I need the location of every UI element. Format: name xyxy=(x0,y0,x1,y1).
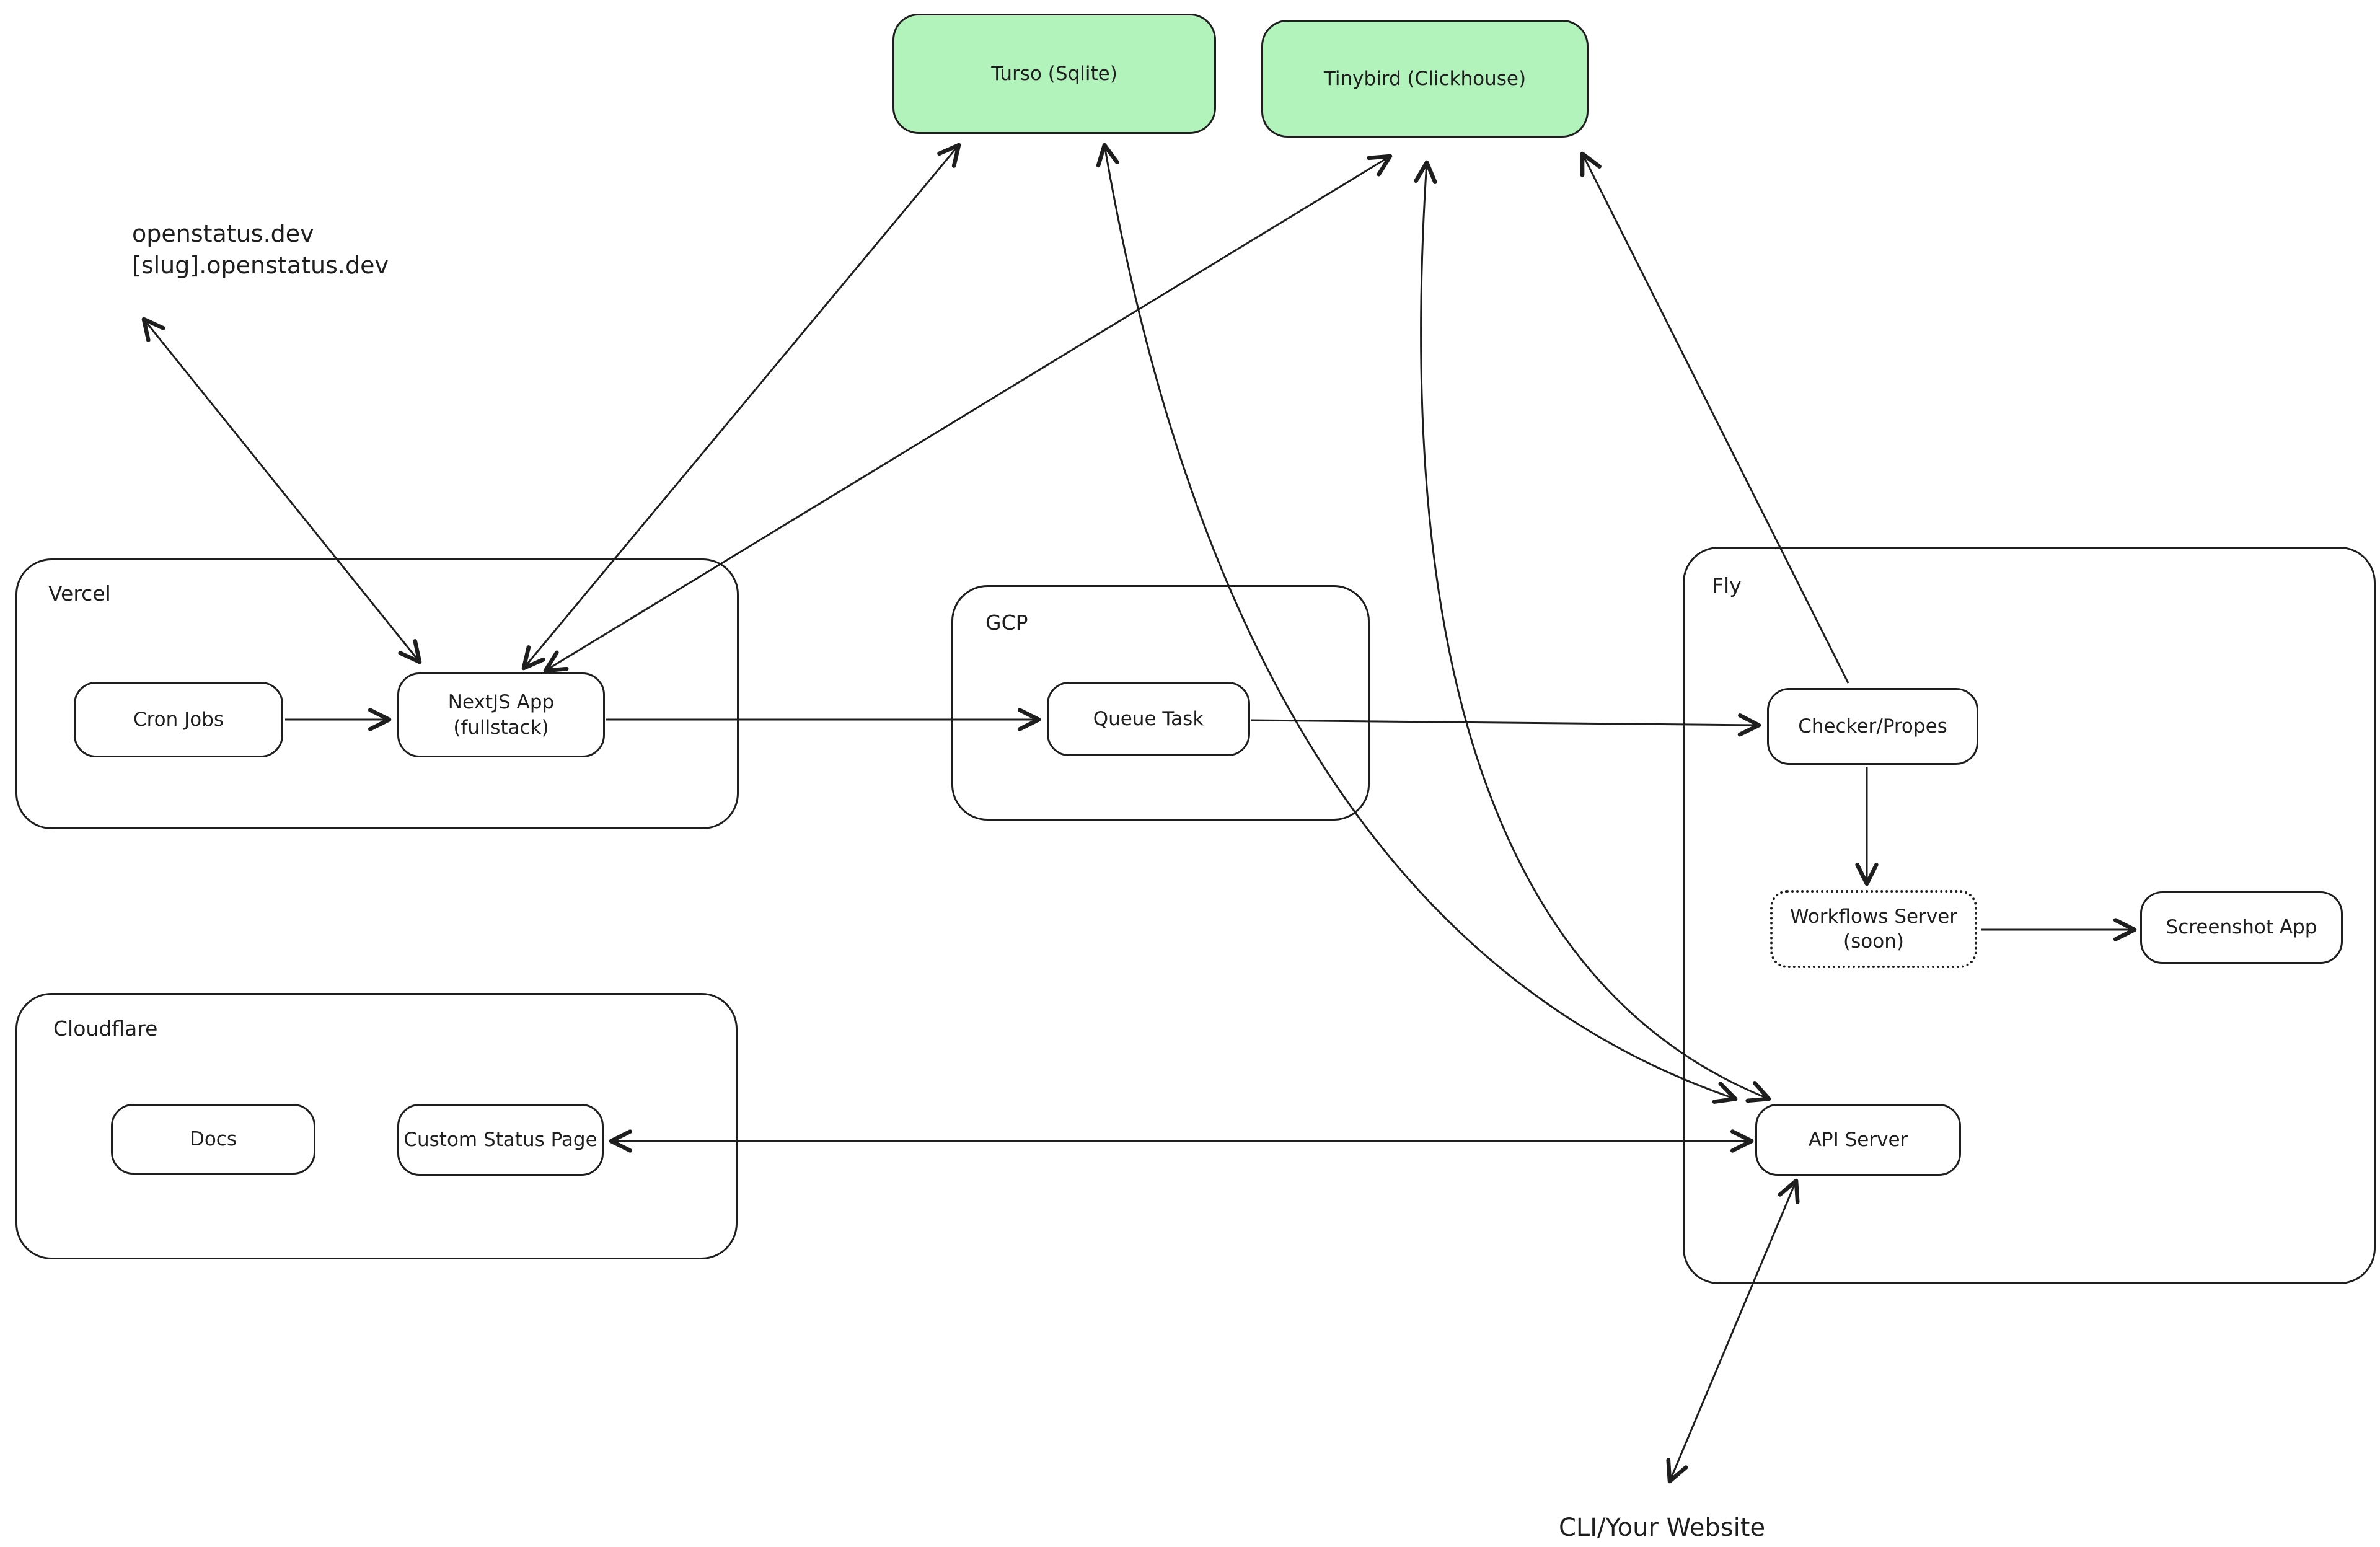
node-api-server: API Server xyxy=(1755,1104,1961,1176)
node-checker-propes-label: Checker/Propes xyxy=(1798,715,1947,738)
container-cloudflare xyxy=(15,993,738,1259)
annotation-cli: CLI/Your Website xyxy=(1559,1511,1765,1545)
annotation-cli-label: CLI/Your Website xyxy=(1559,1514,1766,1542)
node-nextjs-app: NextJS App (fullstack) xyxy=(397,672,605,757)
annotation-domains-line1: openstatus.dev xyxy=(132,220,314,247)
node-docs: Docs xyxy=(111,1104,315,1175)
node-workflows-server-label-line1: Workflows Server xyxy=(1789,905,1957,928)
node-custom-status-page-label: Custom Status Page xyxy=(403,1128,597,1151)
container-vercel-label: Vercel xyxy=(48,581,111,606)
node-cron-jobs-label: Cron Jobs xyxy=(133,708,224,731)
node-tinybird-label: Tinybird (Clickhouse) xyxy=(1323,67,1527,90)
container-gcp-label: GCP xyxy=(985,610,1028,635)
node-custom-status-page: Custom Status Page xyxy=(397,1104,604,1176)
node-queue-task: Queue Task xyxy=(1047,682,1250,756)
node-screenshot-app-label: Screenshot App xyxy=(2166,916,2317,939)
node-cron-jobs: Cron Jobs xyxy=(74,682,283,757)
node-queue-task-label: Queue Task xyxy=(1093,707,1204,730)
node-nextjs-app-label-line2: (fullstack) xyxy=(453,716,549,739)
container-fly-label: Fly xyxy=(1712,573,1742,597)
annotation-domains-line2: [slug].openstatus.dev xyxy=(132,252,389,280)
container-cloudflare-label: Cloudflare xyxy=(53,1016,158,1041)
node-api-server-label: API Server xyxy=(1808,1128,1908,1151)
node-workflows-server-label-line2: (soon) xyxy=(1843,930,1904,953)
node-docs-label: Docs xyxy=(189,1127,237,1150)
node-turso-label: Turso (Sqlite) xyxy=(991,62,1117,85)
node-screenshot-app: Screenshot App xyxy=(2140,891,2343,964)
annotation-domains: openstatus.dev [slug].openstatus.dev xyxy=(132,218,389,282)
node-workflows-server: Workflows Server (soon) xyxy=(1770,890,1977,968)
node-tinybird: Tinybird (Clickhouse) xyxy=(1261,20,1589,138)
node-nextjs-app-label-line1: NextJS App xyxy=(447,691,555,714)
node-checker-propes: Checker/Propes xyxy=(1767,688,1978,765)
node-turso: Turso (Sqlite) xyxy=(892,14,1216,134)
